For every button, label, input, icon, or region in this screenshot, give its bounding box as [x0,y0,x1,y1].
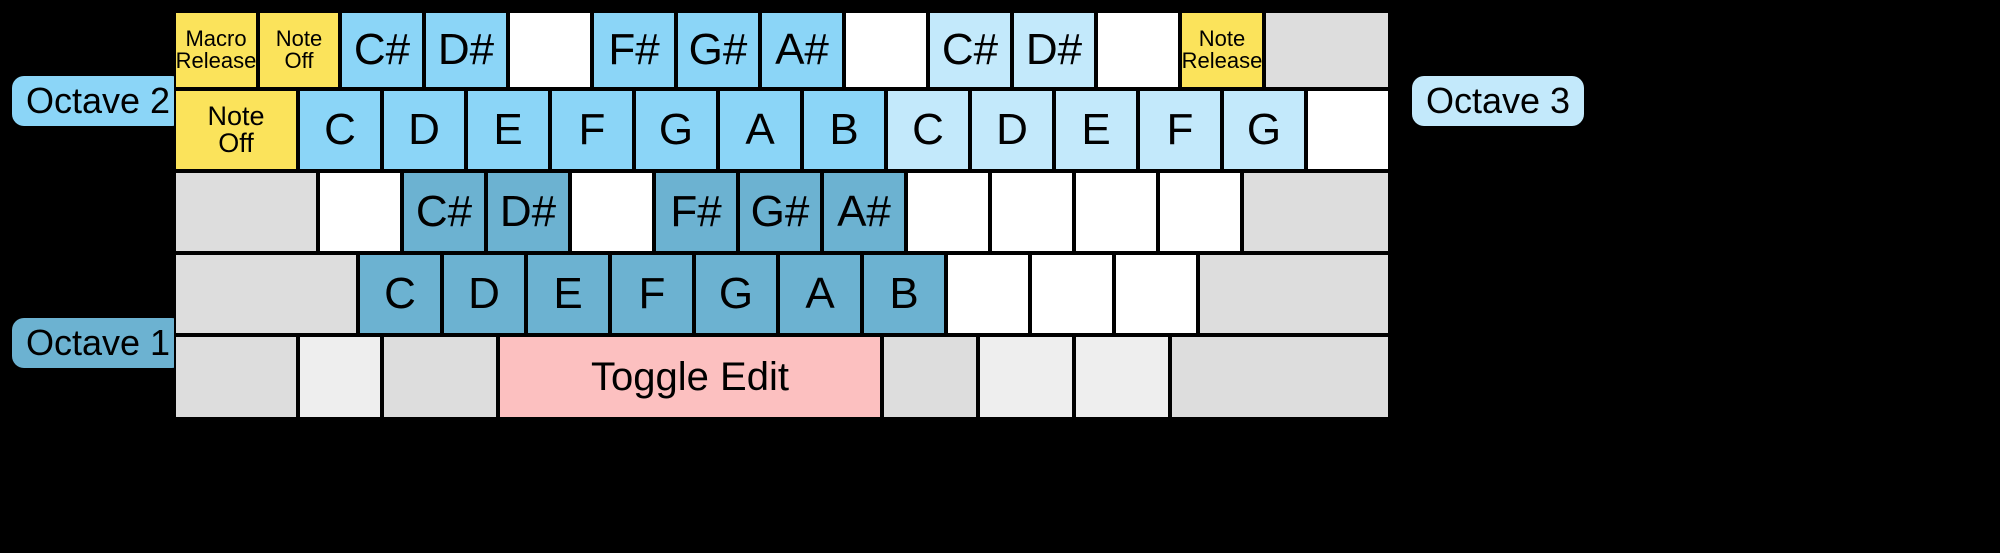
key-home-row-12-blank[interactable] [1242,171,1390,253]
octave-1-label: Octave 1 [12,318,185,368]
key-bottom-letter-row-0-blank[interactable] [174,253,358,335]
octave-3-label: Octave 3 [1412,76,1585,126]
key-top-letter-row-2-d[interactable]: D [382,89,466,171]
key-home-row-6-g-sharp[interactable]: G# [738,171,822,253]
key-number-row-10-d-sharp[interactable]: D# [1012,11,1096,89]
key-home-row-4-blank[interactable] [570,171,654,253]
octave-2-label: Octave 2 [12,76,185,126]
key-home-row-2-c-sharp[interactable]: C# [402,171,486,253]
key-space-row-0-blank[interactable] [174,335,298,419]
key-bottom-letter-row-9-blank[interactable] [1030,253,1114,335]
key-space-row-1-blank[interactable] [298,335,382,419]
key-number-row-12-note-release[interactable]: Note Release [1180,11,1264,89]
key-top-letter-row-10-e[interactable]: E [1054,89,1138,171]
key-space-row-4-blank[interactable] [882,335,978,419]
key-home-row-7-a-sharp[interactable]: A# [822,171,906,253]
key-top-letter-row-13-blank[interactable] [1306,89,1390,171]
key-top-letter-row-0-note-off[interactable]: Note Off [174,89,298,171]
key-bottom-letter-row-4-f[interactable]: F [610,253,694,335]
key-top-letter-row-3-e[interactable]: E [466,89,550,171]
key-space-row-2-blank[interactable] [382,335,498,419]
key-top-letter-row-7-b[interactable]: B [802,89,886,171]
key-space-row-5-blank[interactable] [978,335,1074,419]
key-number-row-2-c-sharp[interactable]: C# [340,11,424,89]
key-bottom-letter-row-2-d[interactable]: D [442,253,526,335]
key-space-row-3-toggle-edit[interactable]: Toggle Edit [498,335,882,419]
key-number-row-4-blank[interactable] [508,11,592,89]
key-home-row-9-blank[interactable] [990,171,1074,253]
key-number-row-3-d-sharp[interactable]: D# [424,11,508,89]
key-top-letter-row-9-d[interactable]: D [970,89,1054,171]
key-top-letter-row-1-c[interactable]: C [298,89,382,171]
key-number-row-0-macro-release[interactable]: Macro Release [174,11,258,89]
key-bottom-letter-row-8-blank[interactable] [946,253,1030,335]
key-top-letter-row-11-f[interactable]: F [1138,89,1222,171]
key-home-row-8-blank[interactable] [906,171,990,253]
key-top-letter-row-6-a[interactable]: A [718,89,802,171]
key-space-row-6-blank[interactable] [1074,335,1170,419]
key-space-row-7-blank[interactable] [1170,335,1390,419]
key-top-letter-row-8-c[interactable]: C [886,89,970,171]
key-bottom-letter-row-5-g[interactable]: G [694,253,778,335]
keyboard-row-space-row: Toggle Edit [174,335,1390,419]
key-bottom-letter-row-10-blank[interactable] [1114,253,1198,335]
key-bottom-letter-row-1-c[interactable]: C [358,253,442,335]
key-top-letter-row-5-g[interactable]: G [634,89,718,171]
keyboard-row-home-row: C#D# F#G#A# [174,171,1390,253]
key-number-row-13-blank[interactable] [1264,11,1390,89]
key-home-row-11-blank[interactable] [1158,171,1242,253]
key-home-row-0-blank[interactable] [174,171,318,253]
key-number-row-9-c-sharp[interactable]: C# [928,11,1012,89]
key-top-letter-row-12-g[interactable]: G [1222,89,1306,171]
key-number-row-8-blank[interactable] [844,11,928,89]
key-home-row-10-blank[interactable] [1074,171,1158,253]
key-home-row-5-f-sharp[interactable]: F# [654,171,738,253]
key-number-row-7-a-sharp[interactable]: A# [760,11,844,89]
key-number-row-11-blank[interactable] [1096,11,1180,89]
key-home-row-3-d-sharp[interactable]: D# [486,171,570,253]
key-number-row-5-f-sharp[interactable]: F# [592,11,676,89]
key-bottom-letter-row-7-b[interactable]: B [862,253,946,335]
key-bottom-letter-row-6-a[interactable]: A [778,253,862,335]
key-home-row-1-blank[interactable] [318,171,402,253]
key-bottom-letter-row-11-blank[interactable] [1198,253,1390,335]
key-top-letter-row-4-f[interactable]: F [550,89,634,171]
key-number-row-6-g-sharp[interactable]: G# [676,11,760,89]
key-bottom-letter-row-3-e[interactable]: E [526,253,610,335]
key-number-row-1-note-off[interactable]: Note Off [258,11,340,89]
